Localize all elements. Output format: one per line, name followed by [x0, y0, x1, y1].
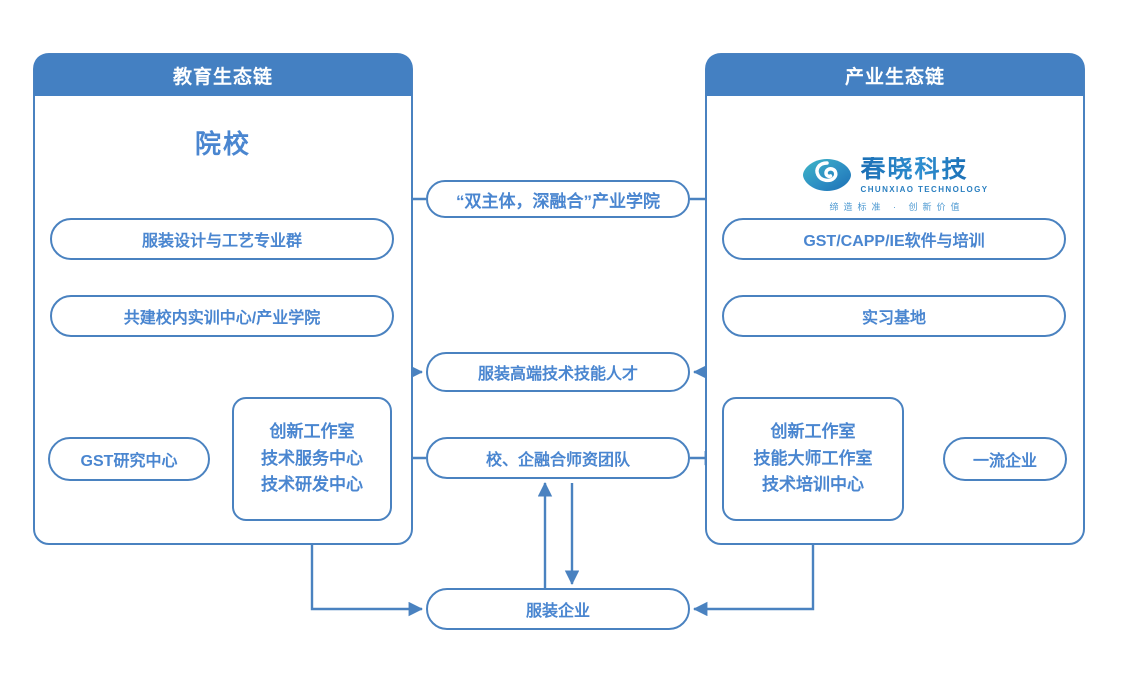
node-industry-college[interactable]: “双主体，深融合”产业学院 [426, 180, 690, 218]
node-practice-base[interactable]: 实习基地 [722, 295, 1066, 337]
logo-name-en: CHUNXIAO TECHNOLOGY [860, 184, 989, 194]
node-high-end-talent[interactable]: 服装高端技术技能人才 [426, 352, 690, 392]
node-industry-lab-line1: 创新工作室 [770, 422, 856, 442]
node-industry-lab-line3: 技术培训中心 [762, 475, 864, 495]
panel-education-body: 院校 [35, 96, 411, 542]
logo-slogan: 缔造标准 · 创新价值 [829, 202, 965, 212]
node-gst-research-center[interactable]: GST研究中心 [48, 437, 210, 481]
node-education-lab-line3: 技术研发中心 [261, 475, 363, 495]
node-training-center[interactable]: 共建校内实训中心/产业学院 [50, 295, 394, 337]
node-first-class-enterprise[interactable]: 一流企业 [943, 437, 1067, 481]
node-major-group[interactable]: 服装设计与工艺专业群 [50, 218, 394, 260]
node-education-lab[interactable]: 创新工作室 技术服务中心 技术研发中心 [232, 397, 392, 521]
node-faculty-team[interactable]: 校、企融合师资团队 [426, 437, 690, 479]
node-industry-lab-line2: 技能大师工作室 [753, 448, 873, 468]
chunxiao-swirl-icon [802, 159, 851, 191]
node-software-training[interactable]: GST/CAPP/IE软件与培训 [722, 218, 1066, 260]
node-apparel-enterprise[interactable]: 服装企业 [426, 588, 690, 630]
node-education-lab-line2: 技术服务中心 [261, 448, 363, 468]
education-section-title: 院校 [194, 129, 251, 159]
node-industry-lab[interactable]: 创新工作室 技能大师工作室 技术培训中心 [722, 397, 904, 521]
node-education-lab-line1: 创新工作室 [269, 422, 355, 442]
panel-education-header: 教育生态链 [34, 54, 412, 96]
panel-industry-header: 产业生态链 [706, 54, 1084, 96]
logo-name-cn: 春晓科技 [860, 154, 969, 183]
chunxiao-logo: 春晓科技 CHUNXIAO TECHNOLOGY 缔造标准 · 创新价值 [707, 156, 1083, 213]
